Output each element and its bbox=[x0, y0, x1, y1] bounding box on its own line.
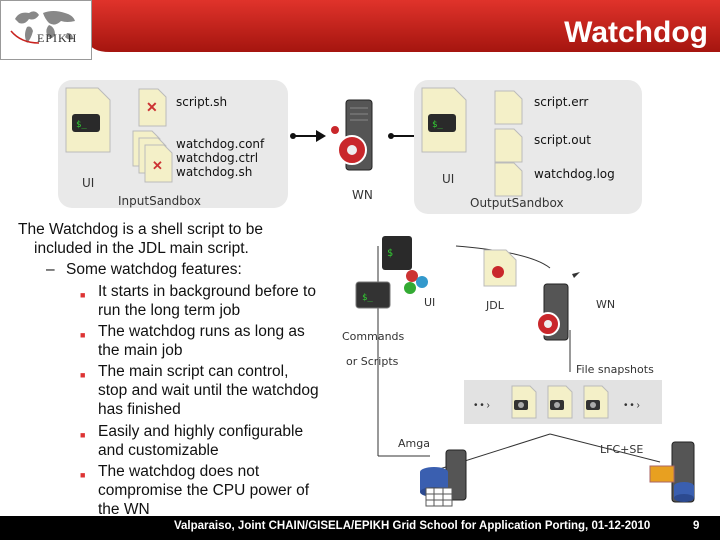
logo-text: EPIKH bbox=[37, 31, 78, 45]
logo: EPIKH bbox=[0, 0, 92, 60]
file-icon bbox=[494, 90, 523, 125]
bullet-icon: ■ bbox=[80, 330, 86, 340]
intro-line: included in the JDL main script. bbox=[34, 240, 249, 257]
file-icon bbox=[494, 162, 523, 197]
output-ui-label: UI bbox=[442, 172, 455, 186]
bullet-text: The watchdog does not bbox=[98, 463, 260, 480]
file-icon bbox=[494, 128, 523, 163]
bullet-text: and customizable bbox=[98, 442, 219, 459]
watchdog-files-stack-icon: ✕ bbox=[132, 130, 173, 183]
lower-wn-server-icon bbox=[536, 283, 569, 341]
svg-text:• • ›: • • › bbox=[474, 400, 490, 411]
bullet-text: The main script can control, bbox=[98, 363, 289, 380]
ui-terminal-doc-icon: $_ bbox=[65, 87, 111, 153]
svg-text:$: $ bbox=[387, 248, 393, 259]
header: Watchdog EPIKH bbox=[0, 0, 720, 62]
bullet-text: the WN bbox=[98, 501, 150, 518]
bullet-icon: ■ bbox=[80, 290, 86, 300]
file-watchdog-log: watchdog.log bbox=[534, 167, 615, 181]
svg-text:$_: $_ bbox=[76, 120, 87, 130]
svg-text:$_: $_ bbox=[432, 120, 443, 130]
bullet-text: stop and wait until the watchdog bbox=[98, 382, 319, 399]
file-watchdog-ctrl: watchdog.ctrl bbox=[176, 151, 259, 165]
intro-line: The Watchdog is a shell script to be bbox=[18, 221, 263, 238]
wn-label: WN bbox=[352, 188, 373, 202]
file-snapshots-label: File snapshots bbox=[576, 363, 654, 376]
amga-label: Amga bbox=[398, 437, 430, 450]
commands-label: Commands bbox=[342, 330, 405, 343]
sub-heading: Some watchdog features: bbox=[66, 261, 242, 278]
lfc-se-storage-icon bbox=[649, 441, 695, 503]
footer-bar bbox=[0, 516, 720, 540]
svg-text:• • ›: • • › bbox=[624, 400, 640, 411]
bullet-text: compromise the CPU power of bbox=[98, 482, 310, 499]
lower-wn-label: WN bbox=[596, 298, 616, 311]
svg-text:✕: ✕ bbox=[152, 158, 163, 173]
amga-database-icon bbox=[420, 449, 467, 507]
lower-ui-label: UI bbox=[424, 296, 436, 309]
output-sandbox-label: OutputSandbox bbox=[470, 196, 564, 210]
sub-bullet-dash: – bbox=[46, 261, 55, 278]
world-map-icon bbox=[10, 11, 75, 44]
page-title: Watchdog bbox=[564, 16, 708, 49]
bullet-text: has finished bbox=[98, 401, 181, 418]
svg-text:✕: ✕ bbox=[146, 99, 158, 115]
file-script-err: script.err bbox=[534, 95, 589, 109]
ui-workstation-icon: $ $_ bbox=[355, 236, 428, 309]
bullet-icon: ■ bbox=[80, 430, 86, 440]
script-file-icon: ✕ bbox=[138, 88, 167, 127]
or-scripts-label: or Scripts bbox=[346, 355, 399, 368]
file-script-out: script.out bbox=[534, 133, 591, 147]
bullet-text: the main job bbox=[98, 342, 183, 359]
svg-text:$_: $_ bbox=[362, 293, 373, 303]
file-watchdog-conf: watchdog.conf bbox=[176, 137, 265, 151]
lower-jdl-label: JDL bbox=[486, 299, 504, 312]
bullet-text: It starts in background before to bbox=[98, 283, 316, 300]
input-sandbox-label: InputSandbox bbox=[118, 194, 201, 208]
input-ui-label: UI bbox=[82, 176, 95, 190]
arrow-icon bbox=[290, 130, 326, 142]
worker-node-server-icon bbox=[331, 99, 373, 171]
file-watchdog-sh: watchdog.sh bbox=[176, 165, 253, 179]
bullet-text: The watchdog runs as long as bbox=[98, 323, 305, 340]
footer-text: Valparaiso, Joint CHAIN/GISELA/EPIKH Gri… bbox=[174, 520, 651, 532]
file-script-sh: script.sh bbox=[176, 95, 228, 109]
page-number: 9 bbox=[693, 520, 700, 532]
bullet-icon: ■ bbox=[80, 370, 86, 380]
bullet-text: run the long term job bbox=[98, 302, 241, 319]
lfc-se-label: LFC+SE bbox=[600, 443, 644, 456]
jdl-file-icon bbox=[483, 249, 517, 287]
file-snapshots-icon: • • › • • › bbox=[474, 385, 640, 419]
bullet-icon: ■ bbox=[80, 470, 86, 480]
title-banner bbox=[88, 0, 720, 52]
ui-terminal-doc-icon: $_ bbox=[421, 87, 467, 153]
bullet-text: Easily and highly configurable bbox=[98, 423, 304, 440]
